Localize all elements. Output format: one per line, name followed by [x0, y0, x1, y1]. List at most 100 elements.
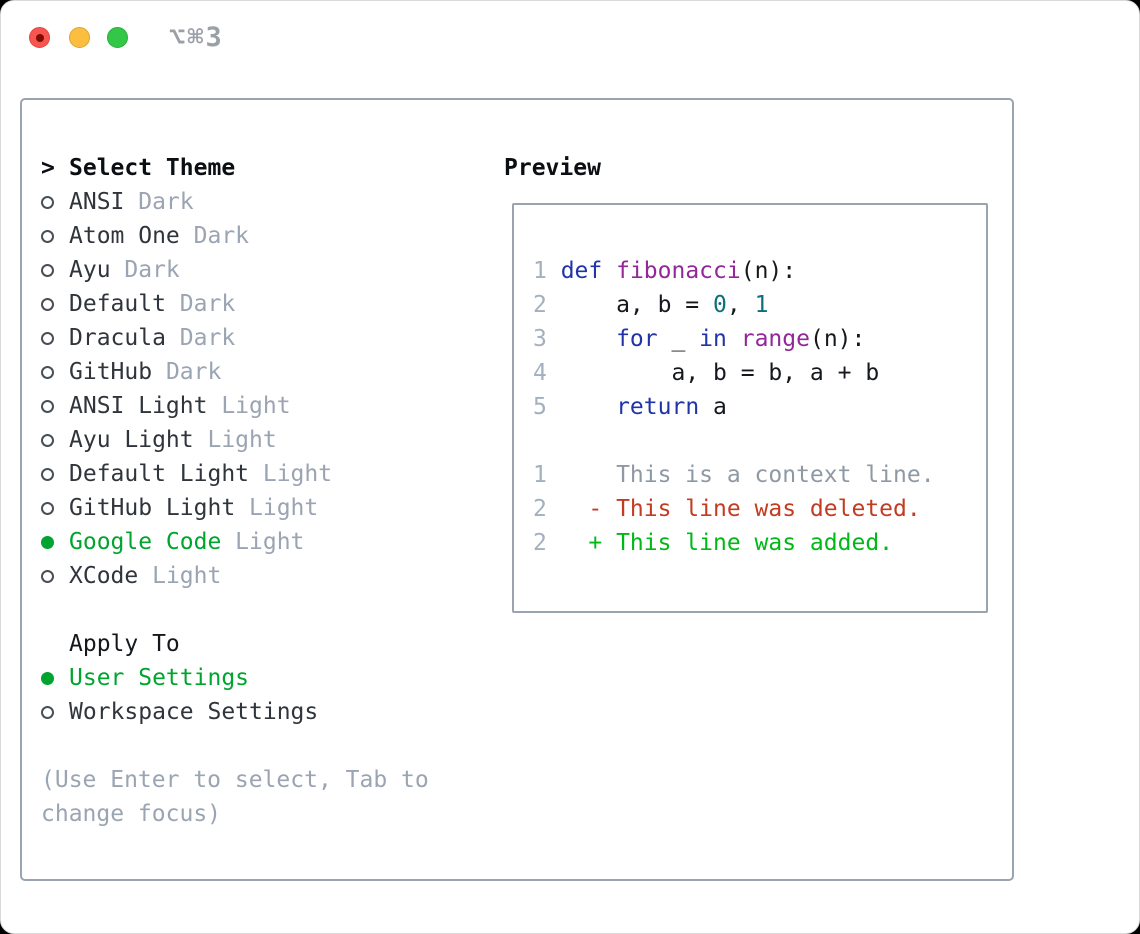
radio-cell: [41, 399, 69, 413]
radio-cell: [41, 433, 69, 447]
theme-variant: Dark: [179, 325, 236, 351]
theme-variant: Dark: [124, 257, 180, 283]
theme-option-dracula[interactable]: Dracula Dark: [41, 321, 441, 355]
code-token: (n):: [809, 326, 866, 352]
line-number: 2: [533, 292, 547, 318]
theme-name: Default: [69, 291, 166, 317]
line-content: + This line was added.: [561, 530, 893, 556]
code-token: 0: [713, 292, 727, 318]
radio-icon: [41, 229, 54, 243]
radio-icon: [41, 195, 54, 209]
radio-cell: [41, 671, 69, 685]
theme-option-ansi[interactable]: ANSI Dark: [41, 185, 441, 219]
list-gap: [41, 593, 441, 627]
prompt-icon: >: [41, 155, 55, 181]
theme-name: Google Code: [69, 529, 222, 555]
radio-cell: [41, 467, 69, 481]
code-token: in: [699, 326, 727, 352]
line-content: a, b = b, a + b: [560, 360, 880, 386]
theme-name: Default Light: [69, 461, 250, 487]
window-title: ⌥⌘3: [169, 22, 224, 53]
code-line: 3 for _ in range(n):: [533, 322, 935, 356]
apply-option-user-settings[interactable]: User Settings: [41, 661, 441, 695]
line-number: 4: [533, 360, 547, 386]
code-token: for: [616, 326, 658, 352]
radio-cell: [41, 501, 69, 515]
minimize-button[interactable]: [69, 27, 90, 48]
radio-icon: [41, 297, 54, 311]
select-theme-title: Select Theme: [69, 155, 236, 181]
radio-cell: [41, 569, 69, 583]
line-number: 2: [533, 530, 547, 556]
theme-option-ayu[interactable]: Ayu Dark: [41, 253, 441, 287]
apply-option-label: User Settings: [69, 665, 250, 691]
theme-variant: Light: [152, 563, 222, 589]
theme-variant: Dark: [165, 359, 222, 385]
radio-icon: [41, 501, 54, 515]
code-token: [727, 326, 741, 352]
code-token: a, b = b, a + b: [560, 360, 880, 386]
radio-icon: [41, 331, 54, 345]
code-token: ,: [726, 292, 755, 318]
theme-option-default-light[interactable]: Default Light Light: [41, 457, 441, 491]
theme-name: Dracula: [69, 325, 166, 351]
theme-name: ANSI Light: [69, 393, 208, 419]
preview-title: Preview: [504, 155, 601, 181]
theme-name: XCode: [69, 563, 139, 589]
theme-variant: Light: [207, 427, 277, 453]
theme-name: Ayu: [69, 257, 111, 283]
close-dot-icon: [36, 34, 44, 42]
theme-variant: Light: [262, 461, 333, 487]
theme-variant: Light: [221, 393, 291, 419]
line-number: 3: [533, 326, 547, 352]
theme-variant: Light: [235, 529, 305, 555]
radio-cell: [41, 535, 69, 549]
apply-option-label: Workspace Settings: [69, 699, 319, 725]
close-button[interactable]: [29, 27, 50, 48]
code-line: 5 return a: [533, 390, 935, 424]
code-token: - This line was deleted.: [560, 496, 921, 522]
radio-selected-icon: [41, 535, 54, 549]
code-token: def: [560, 258, 603, 284]
preview-header: Preview: [504, 151, 601, 185]
line-content: a, b = 0, 1: [560, 292, 768, 318]
theme-name: ANSI: [69, 189, 125, 215]
theme-option-google-code[interactable]: Google Code Light: [41, 525, 441, 559]
apply-option-workspace-settings[interactable]: Workspace Settings: [41, 695, 441, 729]
code-token: a, b =: [560, 292, 714, 318]
radio-selected-icon: [41, 671, 54, 685]
theme-option-xcode[interactable]: XCode Light: [41, 559, 441, 593]
radio-icon: [41, 365, 54, 379]
radio-cell: [41, 195, 69, 209]
code-token: This is a context line.: [560, 462, 935, 488]
theme-option-ansi-light[interactable]: ANSI Light Light: [41, 389, 441, 423]
theme-name: Atom One: [69, 223, 180, 249]
radio-cell: [41, 365, 69, 379]
code-line: 2 a, b = 0, 1: [533, 288, 935, 322]
radio-cell: [41, 297, 69, 311]
line-number: 2: [533, 496, 547, 522]
theme-name: GitHub: [69, 359, 153, 385]
line-content: - This line was deleted.: [560, 496, 921, 522]
theme-name: GitHub Light: [69, 495, 236, 521]
theme-variant: Dark: [138, 189, 194, 215]
maximize-button[interactable]: [107, 27, 128, 48]
radio-icon: [41, 569, 54, 583]
help-text: (Use Enter to select, Tab to change focu…: [41, 767, 429, 827]
apply-to-header: Apply To: [41, 627, 441, 661]
code-line: 4 a, b = b, a + b: [533, 356, 935, 390]
code-token: fibonacci: [616, 258, 741, 284]
theme-option-github[interactable]: GitHub Dark: [41, 355, 441, 389]
radio-cell: [41, 705, 69, 719]
code-token: [561, 326, 616, 352]
theme-name: Ayu Light: [69, 427, 194, 453]
theme-option-ayu-light[interactable]: Ayu Light Light: [41, 423, 441, 457]
